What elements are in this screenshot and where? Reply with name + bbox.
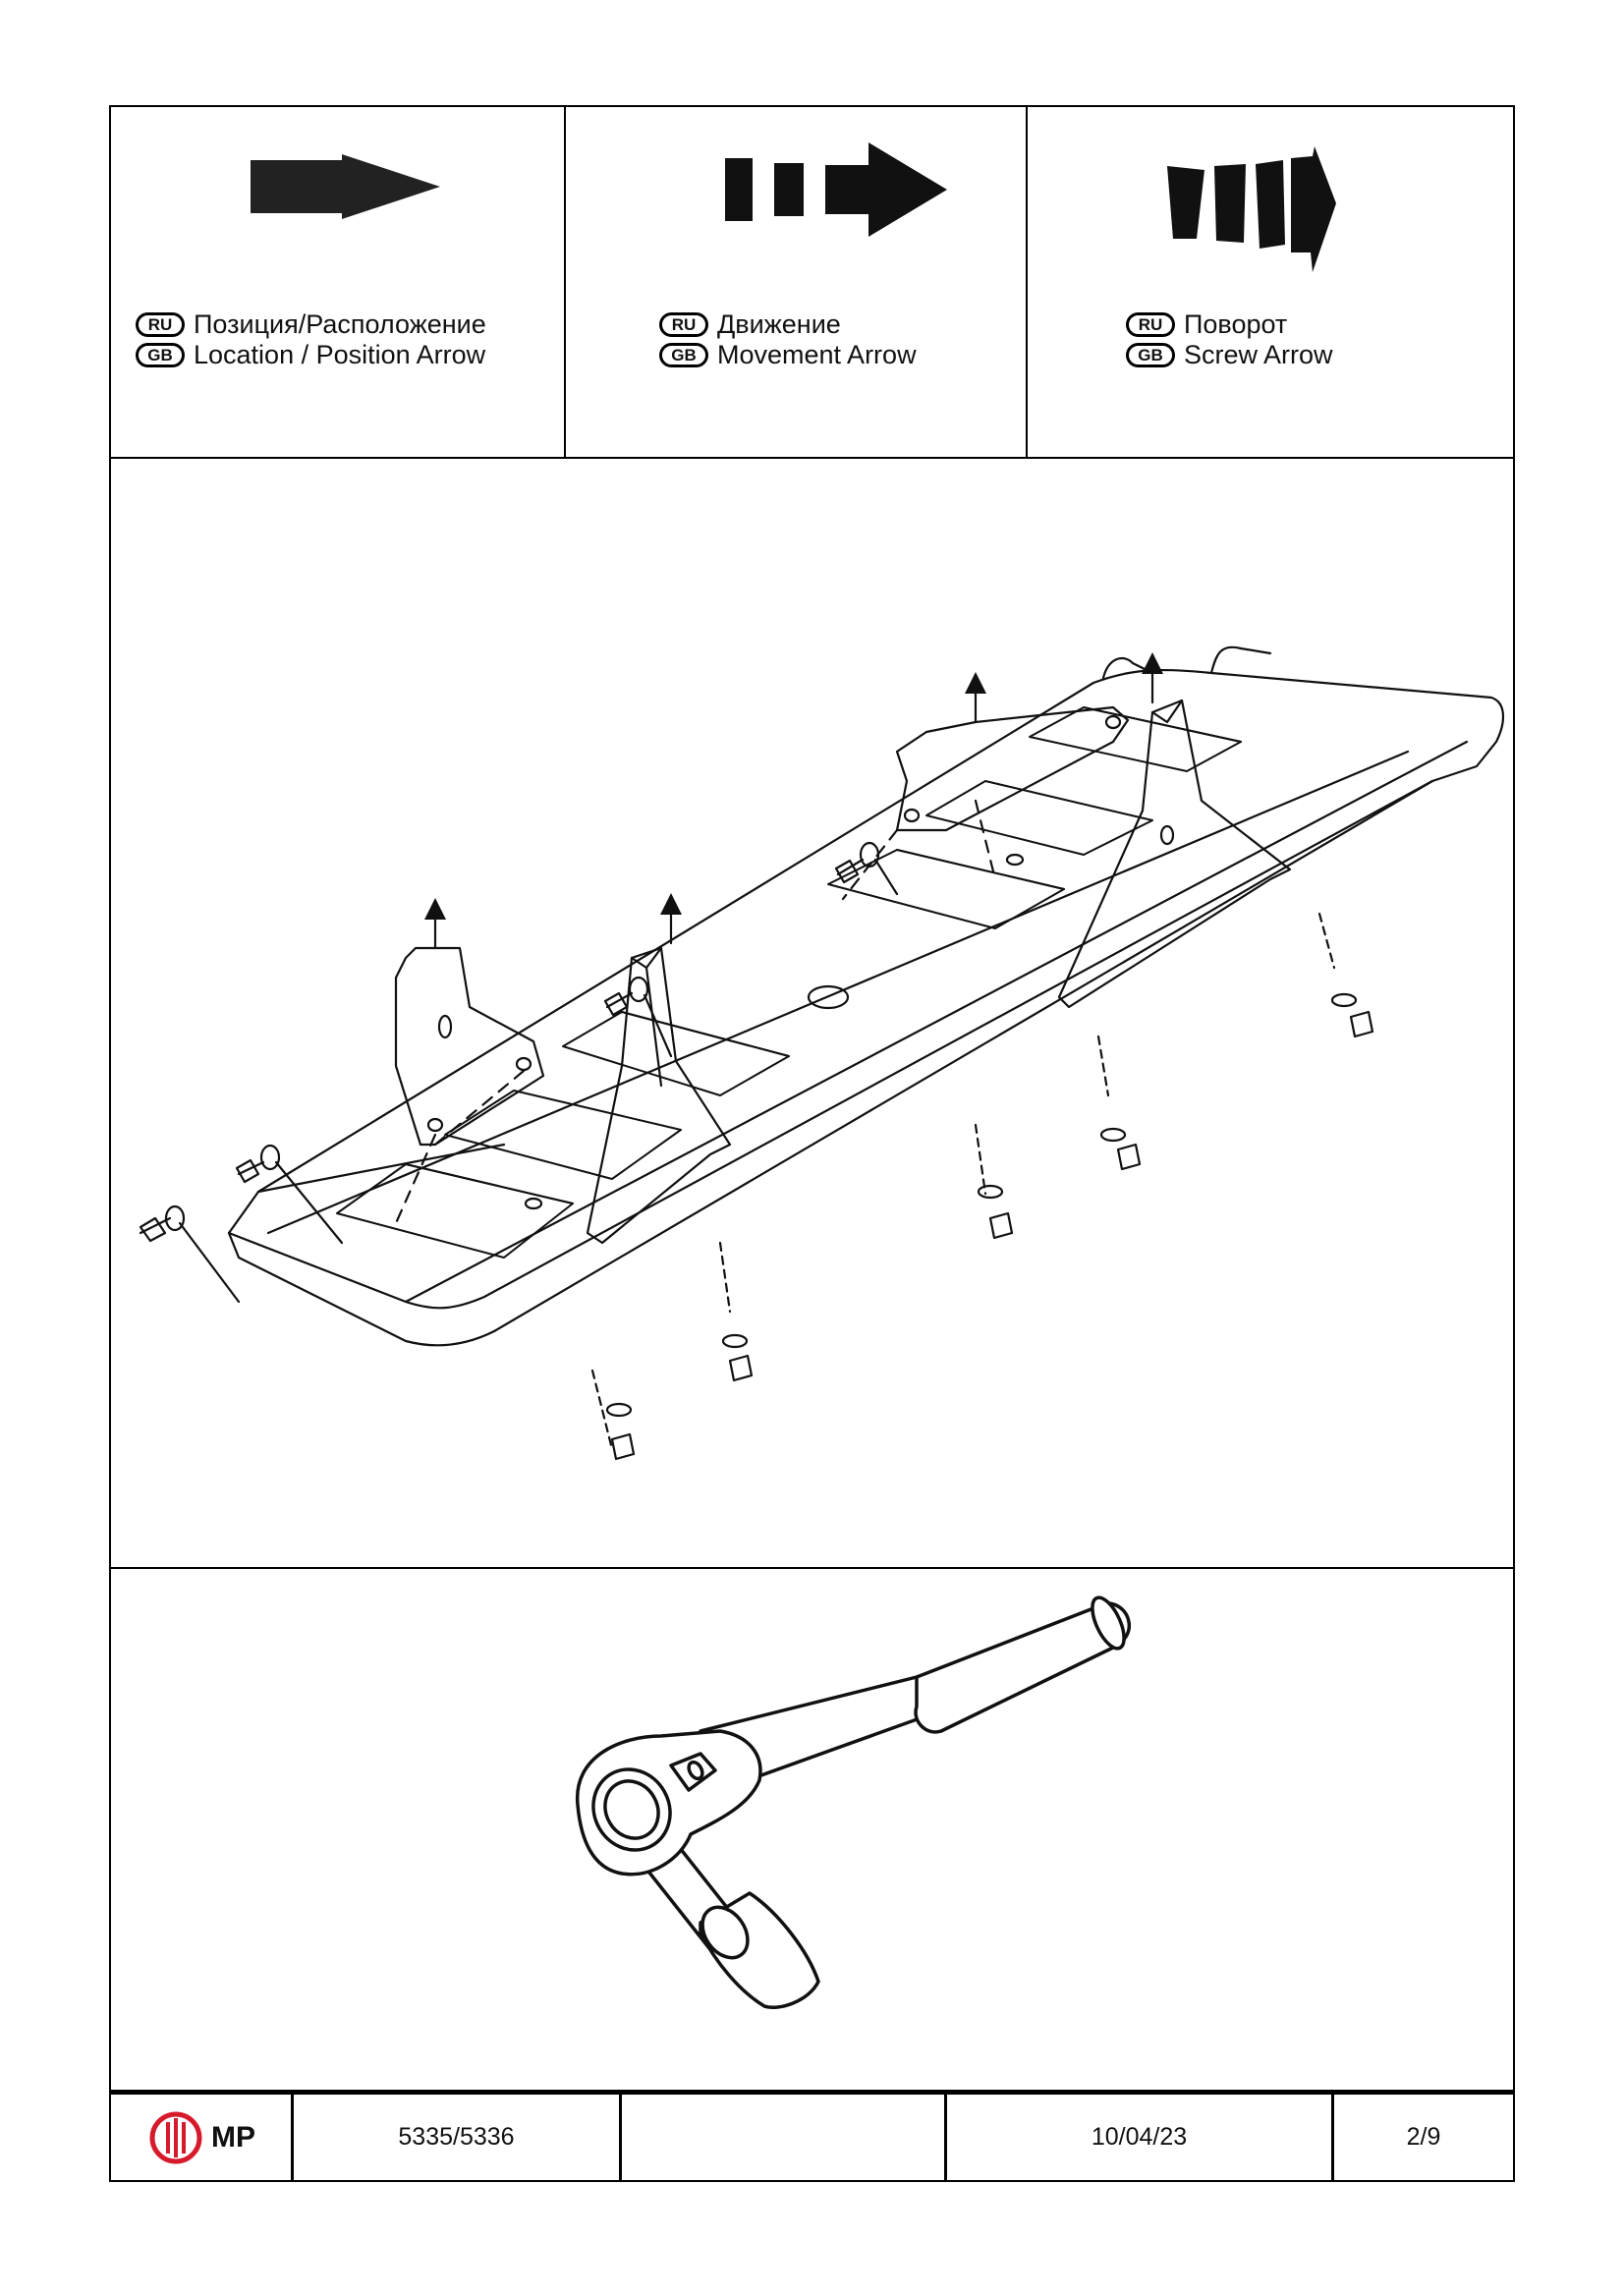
ru-badge: RU: [1126, 312, 1175, 337]
revision-date: 10/04/23: [947, 2095, 1334, 2180]
gb-badge: GB: [659, 343, 708, 367]
brand-logo-text: MP: [211, 2120, 255, 2154]
legend-screw-gb: GB Screw Arrow: [1126, 340, 1333, 370]
left-side-bracket: [394, 946, 545, 1147]
legend-movement-ru-text: Движение: [717, 309, 841, 339]
front-left-bracket: [586, 946, 732, 1245]
legend-location-ru-text: Позиция/Расположение: [194, 309, 486, 339]
page-number: 2/9: [1406, 2123, 1441, 2151]
legend-movement-gb-text: Movement Arrow: [717, 340, 917, 369]
right-side-bracket: [895, 705, 1130, 832]
legend-screw-gb-text: Screw Arrow: [1184, 340, 1333, 369]
screw-arrow-icon: [1167, 146, 1336, 272]
tool-panel: [111, 1569, 1513, 2090]
part-number: 5335/5336: [294, 2095, 622, 2180]
legend-screw: RU Поворот GB Screw Arrow: [1028, 107, 1515, 457]
skid-plate-front-lip: [227, 779, 1434, 1310]
legend-location: RU Позиция/Расположение GB Location / Po…: [111, 107, 566, 457]
left-bolt-set: [139, 841, 899, 1304]
mp-logo-icon: [149, 2111, 202, 2163]
assembly-diagram: [111, 457, 1513, 1569]
skid-plate-assembly-drawing: [139, 645, 1504, 1461]
bottom-bolt-set: [590, 912, 1374, 1461]
blank-field: [622, 2095, 947, 2180]
skid-plate-outline: [227, 668, 1504, 1347]
ru-badge: RU: [659, 312, 708, 337]
gb-badge: GB: [1126, 343, 1175, 367]
ratchet-wrench-drawing: [576, 1596, 1131, 2009]
legend-location-ru: RU Позиция/Расположение: [136, 309, 486, 340]
legend-movement: RU Движение GB Movement Arrow: [566, 107, 1028, 457]
instruction-sheet: RU Позиция/Расположение GB Location / Po…: [109, 105, 1515, 2182]
title-block: MP 5335/5336 10/04/23 2/9: [111, 2090, 1513, 2180]
slot-group: [336, 706, 1242, 1259]
ru-badge: RU: [136, 312, 185, 337]
brand-logo: MP: [111, 2095, 294, 2180]
legend-movement-ru: RU Движение: [659, 309, 917, 340]
legend-screw-ru: RU Поворот: [1126, 309, 1333, 340]
rear-right-bracket: [1057, 699, 1292, 1009]
legend-location-gb: GB Location / Position Arrow: [136, 340, 486, 370]
gb-badge: GB: [136, 343, 185, 367]
movement-arrow-icon: [725, 142, 947, 237]
legend-screw-ru-text: Поворот: [1184, 309, 1288, 339]
location-arrow-icon: [251, 154, 440, 219]
legend-location-gb-text: Location / Position Arrow: [194, 340, 486, 369]
arrow-legend: RU Позиция/Расположение GB Location / Po…: [111, 107, 1513, 459]
legend-movement-gb: GB Movement Arrow: [659, 340, 917, 370]
